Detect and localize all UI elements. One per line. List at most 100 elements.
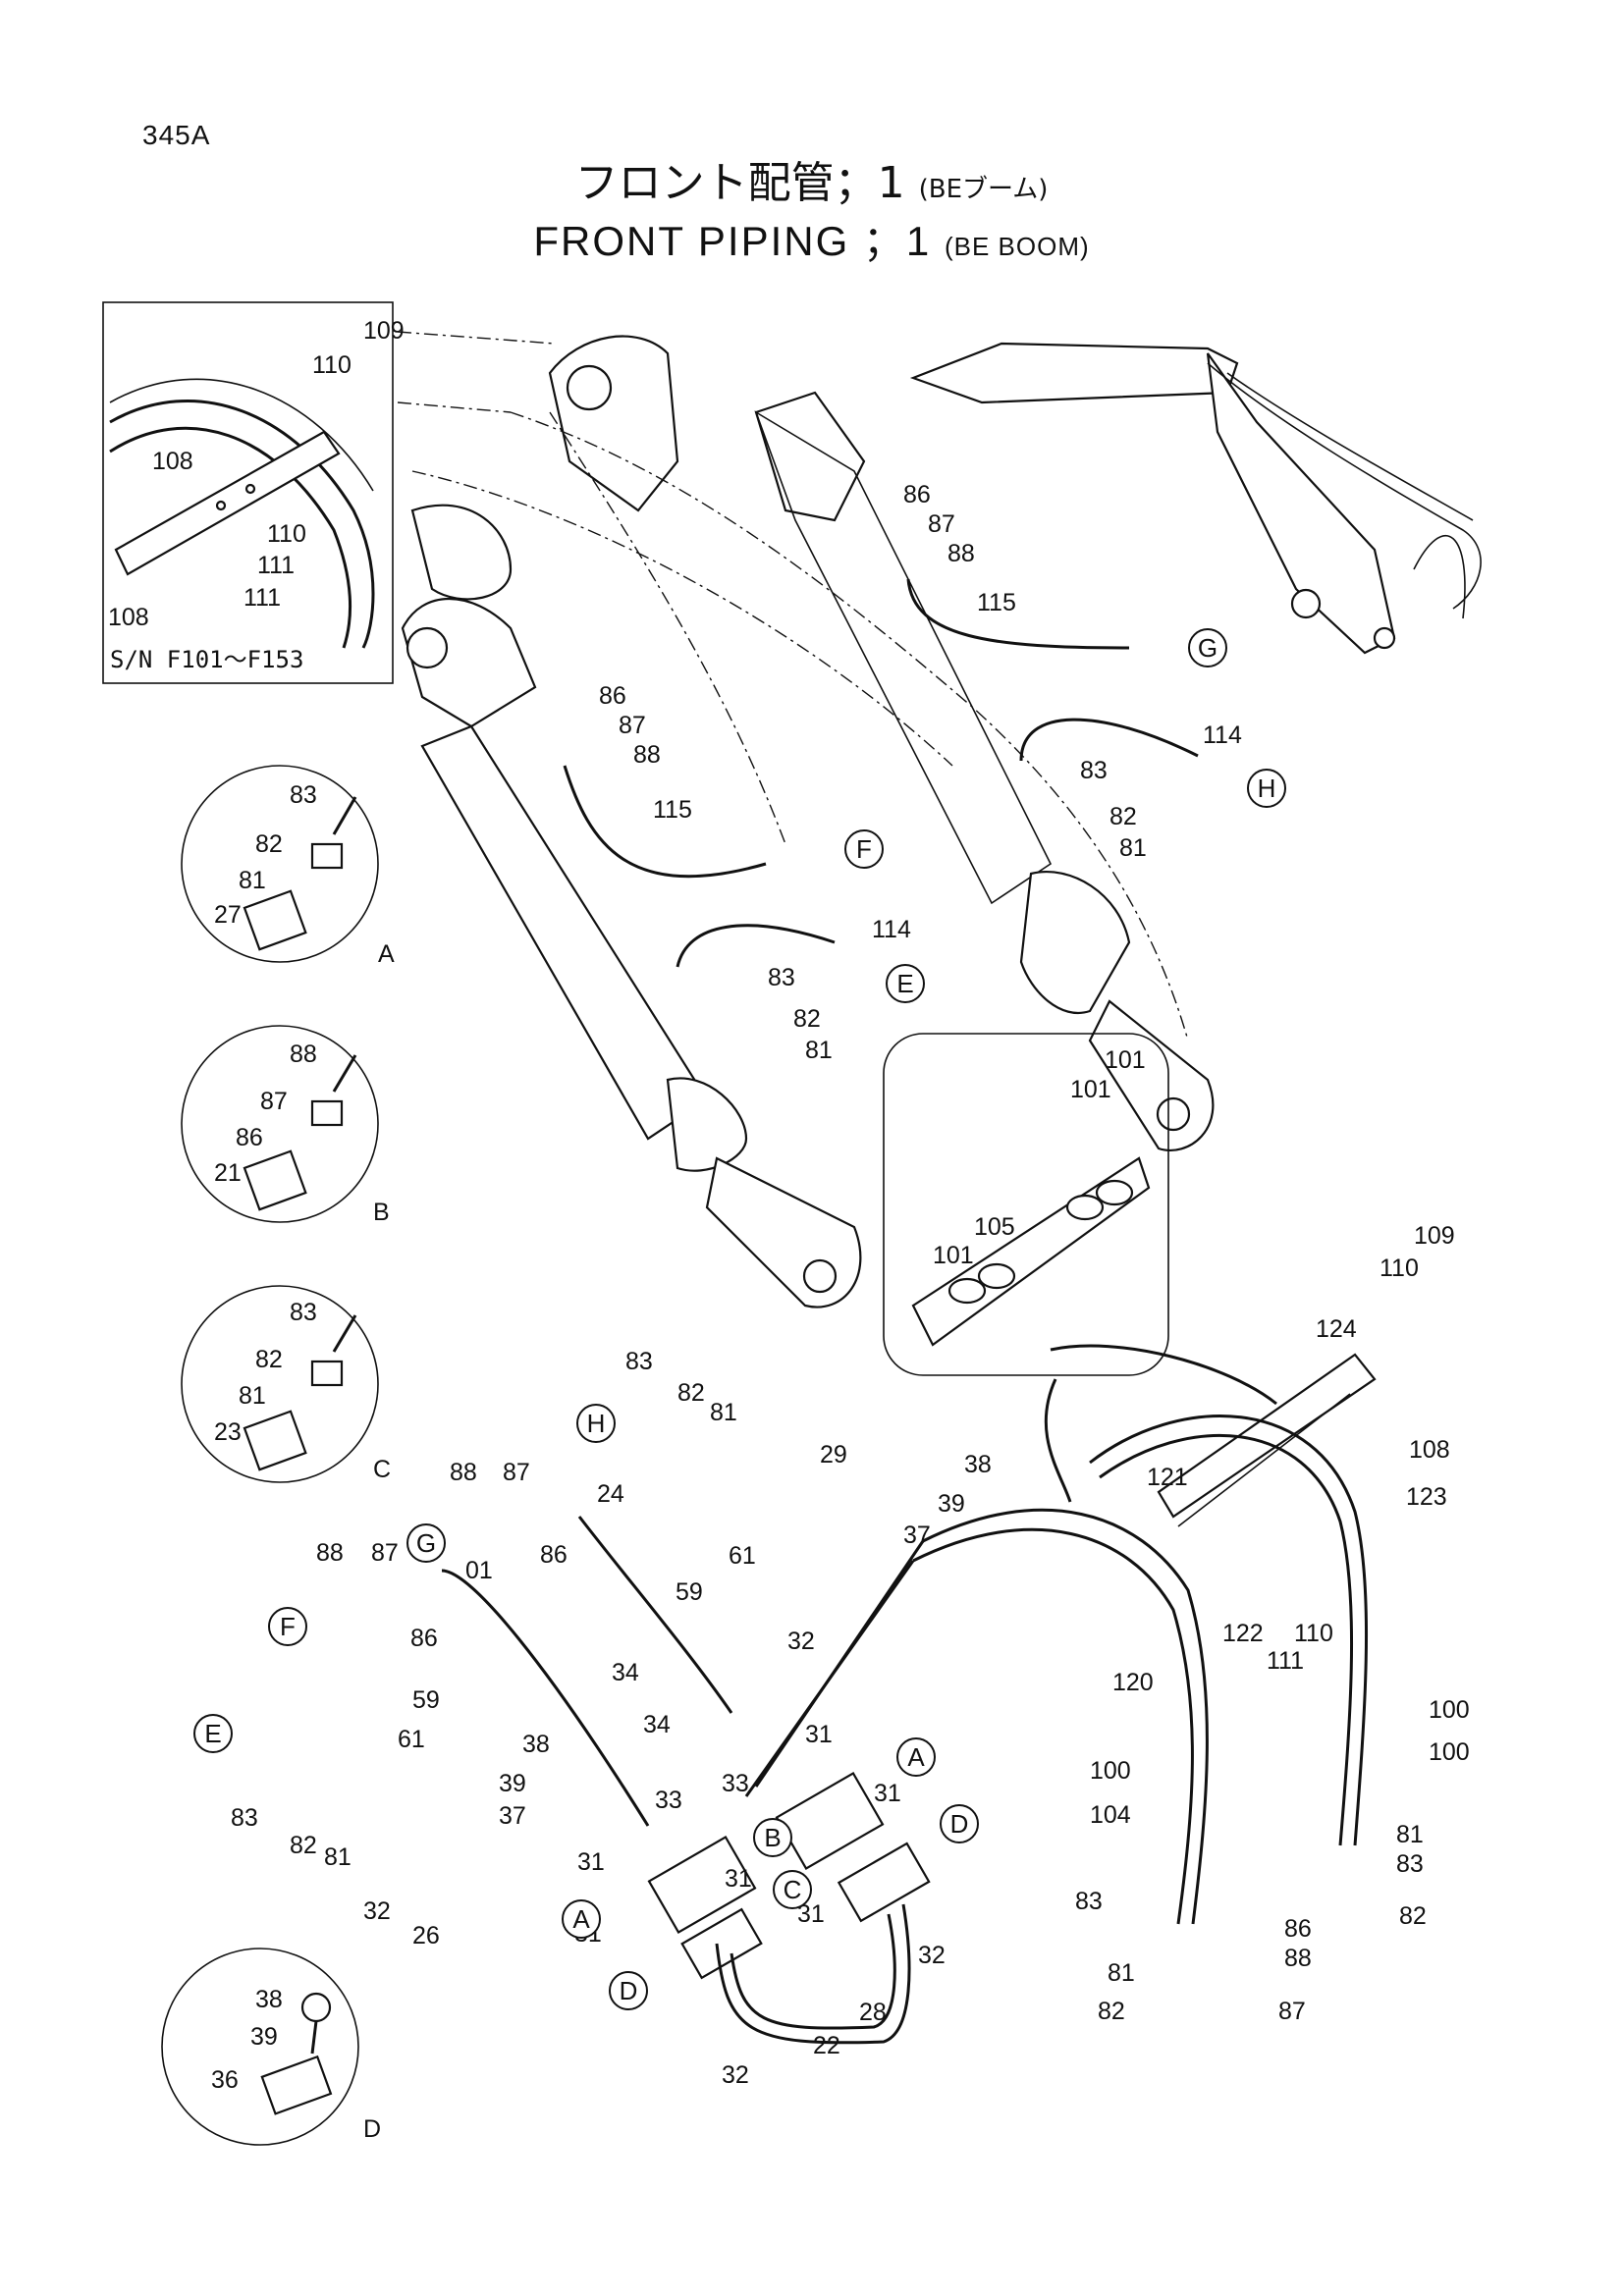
part-label: 27 (214, 901, 242, 929)
part-label: 88 (290, 1041, 317, 1068)
serial-inset (102, 301, 556, 684)
part-label: 101 (1070, 1076, 1111, 1103)
part-label: 82 (1098, 1998, 1125, 2025)
part-label: 32 (787, 1628, 815, 1655)
part-label: 121 (1147, 1464, 1188, 1491)
part-label: 37 (903, 1522, 931, 1549)
part-label: 104 (1090, 1801, 1131, 1829)
part-label: 120 (1112, 1669, 1154, 1696)
svg-text:D: D (620, 1976, 638, 2005)
part-label: 01 (465, 1557, 493, 1584)
part-label: 83 (1396, 1850, 1424, 1878)
detail-circle-c (181, 1285, 379, 1483)
svg-text:H: H (1258, 774, 1276, 803)
part-label: 88 (1284, 1945, 1312, 1972)
callout-f: F (268, 1607, 307, 1646)
part-label: 87 (260, 1088, 288, 1115)
part-label: 32 (722, 2061, 749, 2089)
part-label: 59 (676, 1578, 703, 1606)
part-label: 83 (1080, 757, 1108, 784)
detail-circle-d (161, 1948, 359, 2146)
svg-text:A: A (907, 1742, 925, 1772)
part-label: 88 (316, 1539, 344, 1567)
title-japanese: フロント配管；1 (BEブーム) (0, 147, 1623, 210)
boom-body (410, 335, 1189, 1041)
callout-g: G (406, 1523, 446, 1563)
part-label: 100 (1429, 1738, 1470, 1766)
right-cylinder (754, 410, 1215, 1151)
part-label: 88 (633, 741, 661, 769)
part-label: 81 (710, 1399, 737, 1426)
svg-text:F: F (856, 834, 872, 864)
part-label: 28 (859, 1999, 887, 2026)
part-label: 82 (793, 1005, 821, 1033)
part-label: 82 (1399, 1902, 1427, 1930)
part-label: 37 (499, 1802, 526, 1830)
part-label: 31 (577, 1848, 605, 1876)
svg-text:H: H (587, 1409, 606, 1438)
part-label: 87 (928, 510, 955, 538)
part-label: 86 (903, 481, 931, 508)
callout-d: D (609, 1971, 648, 2010)
part-label: 86 (540, 1541, 568, 1569)
part-label: 83 (768, 964, 795, 991)
svg-text:C: C (784, 1875, 802, 1904)
part-label: 108 (1409, 1436, 1450, 1464)
svg-text:E: E (896, 969, 913, 998)
callout-f: F (844, 829, 884, 869)
part-label: 39 (938, 1490, 965, 1518)
title-english: FRONT PIPING ；1 (BE BOOM) (0, 208, 1623, 268)
part-label: 31 (725, 1865, 752, 1893)
part-label: 86 (410, 1625, 438, 1652)
svg-text:B: B (764, 1823, 781, 1852)
part-label: 83 (1075, 1888, 1103, 1915)
block-detail-box (883, 1033, 1277, 1503)
detail-view-letter: C (373, 1456, 391, 1483)
part-label: 88 (947, 540, 975, 567)
part-label: 86 (599, 682, 626, 710)
part-label: 38 (964, 1451, 992, 1478)
part-label: 33 (722, 1770, 749, 1797)
part-label: 61 (398, 1726, 425, 1753)
part-label: 111 (257, 552, 295, 579)
svg-text:E: E (204, 1719, 221, 1748)
part-label: 81 (239, 1382, 266, 1410)
part-label: 87 (1278, 1998, 1306, 2025)
part-label: 124 (1316, 1315, 1357, 1343)
part-label: 110 (312, 351, 352, 379)
callout-b: B (753, 1818, 792, 1857)
part-label: 122 (1222, 1620, 1264, 1647)
part-label: 100 (1090, 1757, 1131, 1785)
part-label: 36 (211, 2066, 239, 2094)
part-label: 32 (918, 1942, 946, 1969)
part-label: 87 (371, 1539, 399, 1567)
part-label: 82 (1109, 803, 1137, 830)
part-label: 86 (1284, 1915, 1312, 1943)
part-label: 81 (1396, 1821, 1424, 1848)
detail-view-letter: B (373, 1199, 390, 1226)
part-label: 82 (677, 1379, 705, 1407)
part-label: 29 (820, 1441, 847, 1468)
svg-text:A: A (572, 1904, 590, 1934)
part-label: 114 (1203, 721, 1242, 749)
callout-c: C (773, 1870, 812, 1909)
svg-text:G: G (1198, 633, 1217, 663)
part-label: 88 (450, 1459, 477, 1486)
callout-a: A (896, 1737, 936, 1777)
part-label: 39 (250, 2023, 278, 2051)
part-label: 38 (522, 1731, 550, 1758)
part-label: 39 (499, 1770, 526, 1797)
part-label: 33 (655, 1787, 682, 1814)
part-label: 110 (267, 520, 306, 548)
part-label: 31 (805, 1721, 833, 1748)
part-label: 109 (1414, 1222, 1455, 1250)
part-label: 101 (1105, 1046, 1146, 1074)
part-label: 114 (872, 916, 911, 943)
part-label: 24 (597, 1480, 624, 1508)
part-label: 59 (412, 1686, 440, 1714)
part-label: 82 (255, 830, 283, 858)
part-label: 82 (290, 1832, 317, 1859)
part-label: 83 (625, 1348, 653, 1375)
